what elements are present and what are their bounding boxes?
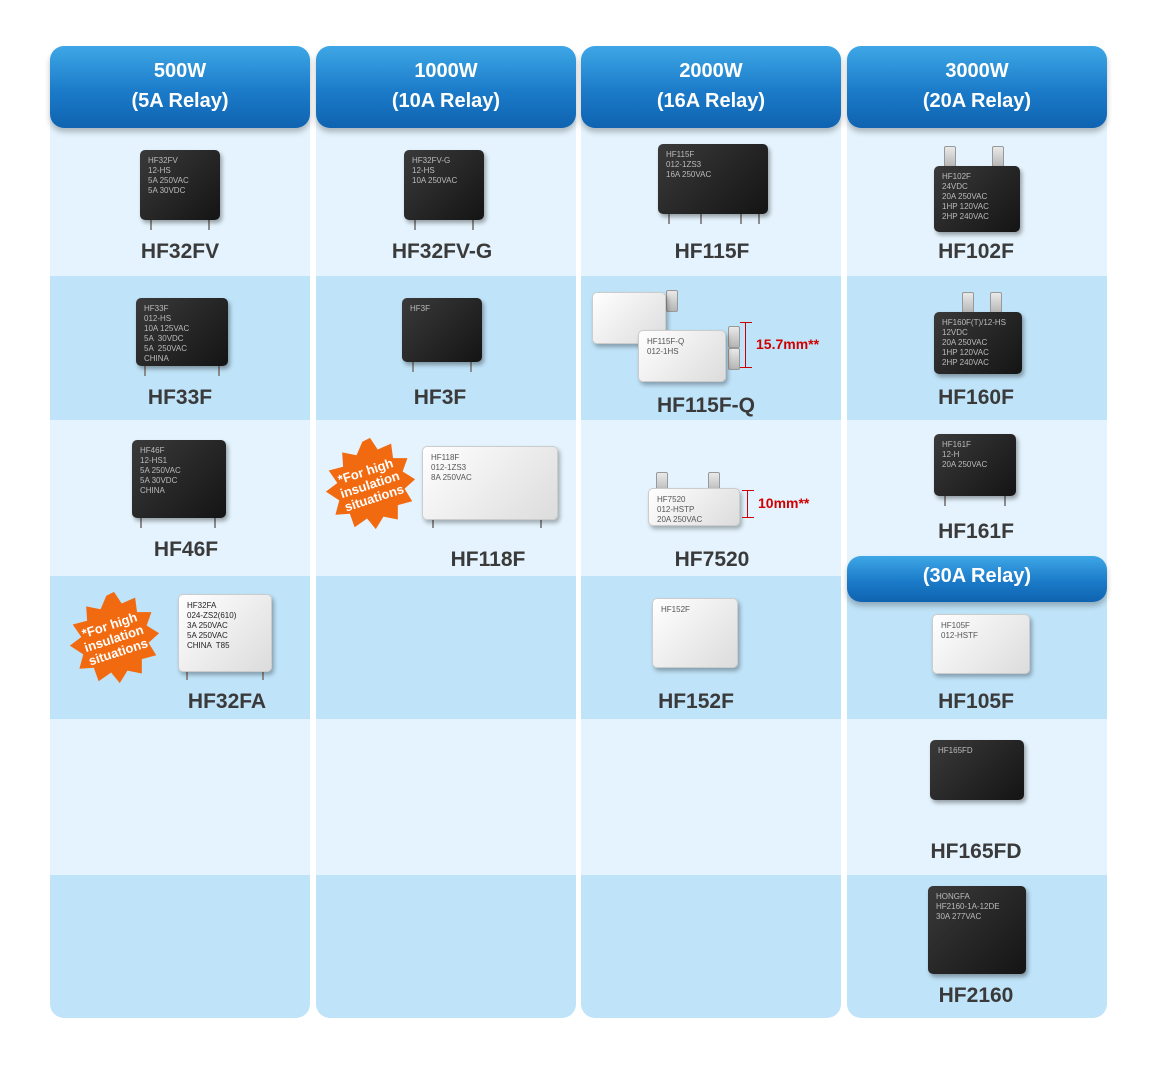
relay-image-hf7520: HF7520 012-HSTP 20A 250VAC <box>648 488 740 526</box>
header-power: 500W <box>153 60 207 82</box>
header-1000w: 1000W (10A Relay) <box>316 46 576 128</box>
relay-print: HF115F-Q 012-1HS <box>647 337 685 356</box>
badge-text: *For high insulation situations <box>336 455 406 515</box>
relay-label-hf32fv: HF32FV <box>140 240 220 263</box>
header-2000w: 2000W (16A Relay) <box>581 46 841 128</box>
relay-label-hf32fv-g: HF32FV-G <box>391 240 493 263</box>
relay-label-hf165fd: HF165FD <box>930 840 1022 863</box>
relay-label-hf115f-q: HF115F-Q <box>656 394 756 417</box>
relay-image-hf102f: HF102F 24VDC 20A 250VAC 1HP 120VAC 2HP 2… <box>934 166 1020 232</box>
dimension-label: 10mm** <box>758 495 810 511</box>
header-relay-rating: (10A Relay) <box>391 90 501 112</box>
relay-image-hf165fd: HF165FD <box>930 740 1024 800</box>
relay-image-hf118f: HF118F 012-1ZS3 8A 250VAC <box>422 446 558 520</box>
relay-print: HF152F <box>661 605 690 614</box>
relay-print: HF161F 12-H 20A 250VAC <box>942 440 988 469</box>
high-insulation-badge-icon <box>69 591 160 684</box>
relay-label-hf118f: HF118F <box>450 548 526 571</box>
relay-print: HF115F 012-1ZS3 16A 250VAC <box>666 150 712 179</box>
relay-image-hf152f: HF152F <box>652 598 738 668</box>
relay-image-hf46f: HF46F 12-HS1 5A 250VAC 5A 30VDC CHINA <box>132 440 226 518</box>
relay-image-hf32fv-g: HF32FV-G 12-HS 10A 250VAC <box>404 150 484 220</box>
relay-image-hf2160: HONGFA HF2160-1A-12DE 30A 277VAC <box>928 886 1026 974</box>
header-relay-rating: (20A Relay) <box>922 90 1032 112</box>
relay-image-hf115f-q: HF115F-Q 012-1HS <box>638 330 726 382</box>
relay-label-hf102f: HF102F <box>938 240 1014 263</box>
high-insulation-badge-icon <box>325 437 416 530</box>
relay-print: HF7520 012-HSTP 20A 250VAC <box>657 495 703 524</box>
relay-label-hf33f: HF33F <box>147 386 213 409</box>
relay-label-hf2160: HF2160 <box>938 984 1014 1007</box>
relay-image-hf105f: HF105F 012-HSTF <box>932 614 1030 674</box>
relay-label-hf105f: HF105F <box>938 690 1014 713</box>
header-3000w: 3000W (20A Relay) <box>847 46 1107 128</box>
relay-image-hf32fv: HF32FV 12-HS 5A 250VAC 5A 30VDC <box>140 150 220 220</box>
header-relay-rating: (5A Relay) <box>131 90 229 112</box>
subheader-30a: (30A Relay) <box>847 556 1107 602</box>
header-500w: 500W (5A Relay) <box>50 46 310 128</box>
relay-print: HF3F <box>410 304 430 313</box>
relay-label-hf7520: HF7520 <box>674 548 750 571</box>
header-power: 1000W <box>414 60 478 82</box>
relay-image-hf160f: HF160F(T)/12-HS 12VDC 20A 250VAC 1HP 120… <box>934 312 1022 374</box>
relay-print: HF165FD <box>938 746 973 755</box>
relay-print: HF105F 012-HSTF <box>941 621 978 640</box>
relay-print: HF32FV-G 12-HS 10A 250VAC <box>412 156 458 185</box>
relay-print: HF46F 12-HS1 5A 250VAC 5A 30VDC CHINA <box>140 446 181 495</box>
header-power: 2000W <box>679 60 743 82</box>
relay-print: HF33F 012-HS 10A 125VAC 5A 30VDC 5A 250V… <box>144 304 190 363</box>
relay-label-hf3f: HF3F <box>413 386 467 409</box>
relay-label-hf160f: HF160F <box>938 386 1014 409</box>
relay-image-hf32fa: HF32FA 024-ZS2(610) 3A 250VAC 5A 250VAC … <box>178 594 272 672</box>
column-2000w <box>581 46 841 1018</box>
relay-image-hf161f: HF161F 12-H 20A 250VAC <box>934 434 1016 496</box>
relay-image-hf33f: HF33F 012-HS 10A 125VAC 5A 30VDC 5A 250V… <box>136 298 228 366</box>
relay-label-hf161f: HF161F <box>938 520 1014 543</box>
relay-print: HONGFA HF2160-1A-12DE 30A 277VAC <box>936 892 1000 921</box>
relay-print: HF118F 012-1ZS3 8A 250VAC <box>431 453 472 482</box>
relay-image-hf3f: HF3F <box>402 298 482 362</box>
relay-label-hf32fa: HF32FA <box>187 690 267 713</box>
relay-image-hf115f: HF115F 012-1ZS3 16A 250VAC <box>658 144 768 214</box>
relay-print: HF102F 24VDC 20A 250VAC 1HP 120VAC 2HP 2… <box>942 172 989 221</box>
relay-label-hf46f: HF46F <box>153 538 219 561</box>
dimension-label: 15.7mm** <box>756 336 820 352</box>
relay-print: HF32FV 12-HS 5A 250VAC 5A 30VDC <box>148 156 189 195</box>
header-relay-rating: (16A Relay) <box>656 90 766 112</box>
relay-label-hf115f: HF115F <box>674 240 750 263</box>
header-power: 3000W <box>945 60 1009 82</box>
relay-print: HF160F(T)/12-HS 12VDC 20A 250VAC 1HP 120… <box>942 318 1007 367</box>
relay-label-hf152f: HF152F <box>658 690 734 713</box>
badge-text: *For high insulation situations <box>80 609 150 669</box>
relay-print: HF32FA 024-ZS2(610) 3A 250VAC 5A 250VAC … <box>187 601 237 650</box>
